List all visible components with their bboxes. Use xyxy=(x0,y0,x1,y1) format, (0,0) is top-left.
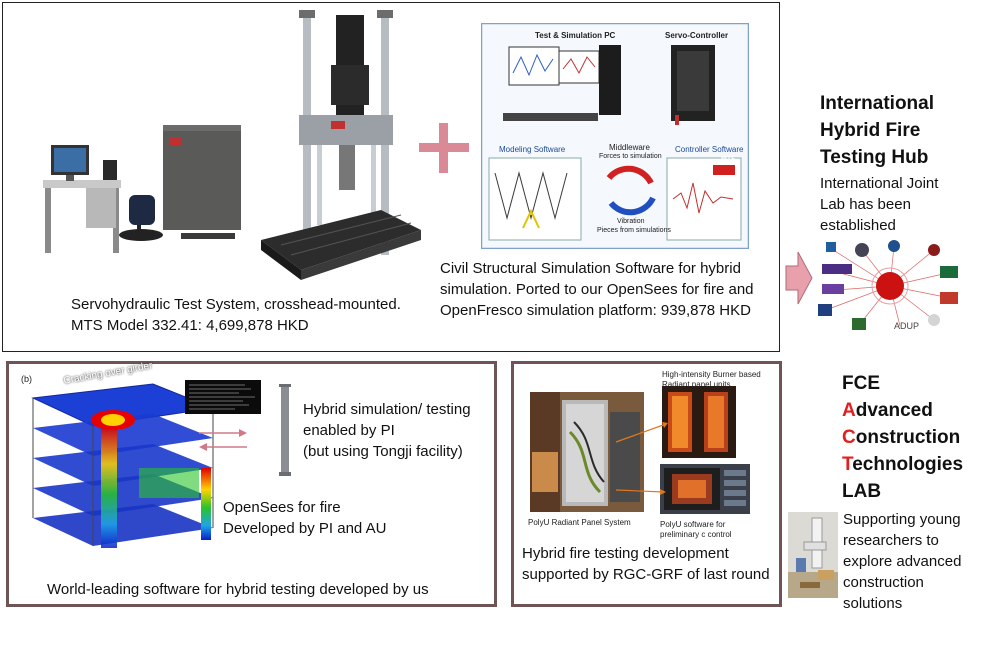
diagram-label-modeling: Modeling Software xyxy=(499,145,566,154)
polyu-software-line1: PolyU software for xyxy=(660,520,726,529)
lab-support-line3: explore advanced xyxy=(843,553,962,570)
lab-initial-t: T xyxy=(842,454,853,475)
international-network-diagram xyxy=(818,240,958,330)
hub-sub-line3: established xyxy=(820,217,896,234)
lab-word-advanced: dvanced xyxy=(855,400,933,421)
lab-title-line3: Construction xyxy=(842,424,960,451)
fire-simulation-building-image xyxy=(31,383,215,548)
opensees-caption: World-leading software for hybrid testin… xyxy=(47,581,429,598)
plus-icon xyxy=(419,123,469,173)
software-caption-line1: Civil Structural Simulation Software for… xyxy=(440,260,741,277)
radiant-caption-line1: Hybrid fire testing development xyxy=(522,545,729,562)
mts-caption-line2: MTS Model 332.41: 4,699,878 HKD xyxy=(71,317,309,334)
hub-title-line1: International xyxy=(820,93,935,114)
lab-initial-a: A xyxy=(842,400,856,421)
radiant-caption-line2: supported by RGC-GRF of last round xyxy=(522,566,770,583)
diagram-label-test-pc: Test & Simulation PC xyxy=(535,31,616,40)
hub-sub-line2: Lab has been xyxy=(820,196,911,213)
polyu-control-software-screenshot xyxy=(660,464,750,514)
lab-support-line2: researchers to xyxy=(843,532,939,549)
lab-initial-c: C xyxy=(842,427,856,448)
diagram-label-mts: MTS xyxy=(721,156,736,163)
lab-word-technologies: echnologies xyxy=(852,454,964,475)
lab-title-line4: Technologies xyxy=(842,451,963,478)
terminal-output-image xyxy=(185,380,261,414)
software-caption-line3: OpenFresco simulation platform: 939,878 … xyxy=(440,302,751,319)
lab-support-line4: construction xyxy=(843,574,924,591)
hub-sub-line1: International Joint xyxy=(820,175,939,192)
polyu-software-line2: preliminary c control xyxy=(660,530,732,539)
diagram-label-vibration-sub: Pieces from simulations xyxy=(597,227,671,234)
burner-radiant-panel-photo xyxy=(662,386,736,458)
network-logo-adup: ADUP xyxy=(894,321,920,331)
diagram-label-vibration: Vibration xyxy=(617,218,645,225)
bidirectional-arrows-icon xyxy=(199,429,247,451)
opensees-line1: OpenSees for fire xyxy=(223,499,341,516)
polyu-radiant-panel-label: PolyU Radiant Panel System xyxy=(528,518,631,527)
hybrid-enabled-line2: enabled by PI xyxy=(303,422,395,439)
top-panel: Servohydraulic Test System, crosshead-mo… xyxy=(2,2,780,352)
radiant-panel-lab-photo xyxy=(530,392,644,512)
lab-title-line2: Advanced xyxy=(842,397,933,424)
burner-label-line1: High-intensity Burner based xyxy=(662,370,761,379)
diagram-label-middleware: Middleware xyxy=(609,143,650,152)
construction-robot-photo xyxy=(788,512,838,598)
software-caption-line2: simulation. Ported to our OpenSees for f… xyxy=(440,281,754,298)
hybrid-simulation-diagram xyxy=(481,23,749,249)
lab-word-construction: onstruction xyxy=(855,427,961,448)
radiant-panel-panel: PolyU Radiant Panel System High-intensit… xyxy=(511,361,782,607)
arrow-right-icon xyxy=(785,251,813,305)
steel-column-image xyxy=(279,384,291,476)
lab-title-line1: FCE xyxy=(842,373,880,394)
mts-test-system-photo xyxy=(43,10,421,280)
burner-label-line2: Radiant panel units xyxy=(662,380,731,389)
lab-support-line1: Supporting young xyxy=(843,511,961,528)
hybrid-enabled-line1: Hybrid simulation/ testing xyxy=(303,401,471,418)
hybrid-enabled-line3: (but using Tongji facility) xyxy=(303,443,463,460)
diagram-label-controller: Controller Software xyxy=(675,145,744,154)
fig-label-b: (b) xyxy=(21,374,32,384)
opensees-panel: (b) Cracking over girder Hybrid simulati… xyxy=(6,360,497,607)
lab-title-line5: LAB xyxy=(842,481,882,502)
diagram-label-servo: Servo-Controller xyxy=(665,31,729,40)
hub-title-line2: Hybrid Fire xyxy=(820,120,921,141)
connector-lines xyxy=(615,422,668,495)
opensees-line2: Developed by PI and AU xyxy=(223,520,387,537)
diagram-label-middleware-sub: Forces to simulation xyxy=(599,153,662,160)
hub-title-line3: Testing Hub xyxy=(820,147,929,168)
mts-caption-line1: Servohydraulic Test System, crosshead-mo… xyxy=(71,296,401,313)
lab-support-line5: solutions xyxy=(843,595,903,612)
